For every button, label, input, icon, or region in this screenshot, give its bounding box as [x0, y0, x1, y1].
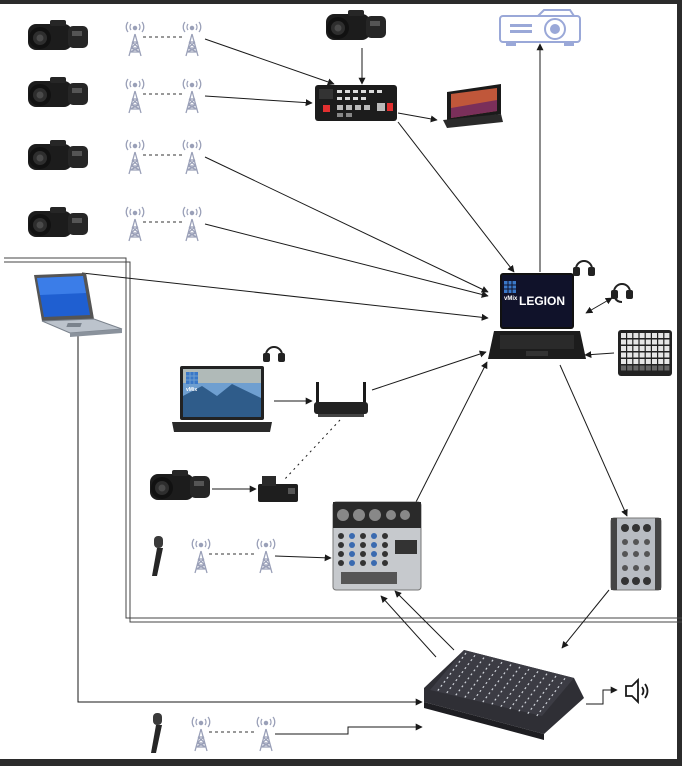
wireless-links — [143, 36, 257, 733]
link-mic2-board — [275, 723, 423, 735]
speaker-icon — [625, 677, 649, 705]
notebook-logo-label: vMix — [186, 387, 197, 393]
link-laptop-headset — [585, 297, 613, 314]
link-router-laptop — [371, 350, 487, 391]
link-switcher-monitor — [397, 112, 438, 123]
monitor-icon — [443, 84, 503, 128]
link-launchpad-laptop — [584, 351, 615, 359]
link-laptop-smallmixer — [559, 364, 628, 517]
laptop-brand-label: LEGION — [519, 294, 565, 308]
link-notebook-laptop — [81, 272, 489, 321]
link-mixer-laptop — [415, 361, 488, 503]
notebook-laptop-icon: vMix — [172, 366, 272, 432]
projector-icon — [499, 9, 581, 46]
link-router-encoder — [283, 419, 341, 481]
link-cam4-laptop — [204, 223, 489, 298]
headset-icon — [611, 283, 633, 303]
audio-mixer-icon — [610, 517, 662, 591]
router-icon — [314, 382, 368, 417]
video-switcher-icon — [315, 85, 397, 121]
link-smallmixer-board — [561, 589, 610, 649]
launchpad-icon — [618, 330, 672, 376]
mixing-board-icon — [424, 650, 584, 740]
link-cam1-switcher — [204, 38, 335, 86]
connections — [77, 38, 628, 735]
laptop-icon: vMix LEGION — [488, 273, 586, 359]
link-cam2-switcher — [204, 95, 313, 107]
audio-mixer-icon — [332, 501, 422, 591]
link-mic1-mixer — [274, 554, 332, 562]
link-cam3-laptop — [204, 156, 489, 293]
link-switcher-laptop — [397, 121, 515, 273]
encoder-icon — [258, 476, 298, 502]
link-notebook-board — [77, 322, 423, 706]
diagram-canvas — [0, 4, 677, 759]
link-board-speaker — [586, 686, 618, 705]
enclosure-border — [4, 257, 682, 619]
laptop-logo-label: vMix — [504, 296, 518, 302]
link-board-mixer-b — [394, 590, 455, 651]
notebook-laptop-icon — [34, 273, 123, 337]
link-board-mixer-a — [380, 595, 437, 658]
